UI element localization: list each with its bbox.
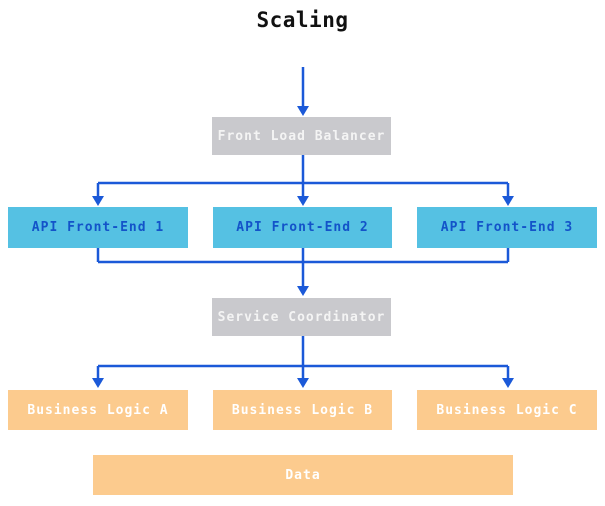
node-data: Data [93,455,513,495]
diagram-title: Scaling [256,8,349,32]
node-business-logic-b: Business Logic B [213,390,392,430]
arrow-title-to-flb [297,67,309,116]
node-front-load-balancer: Front Load Balancer [212,117,391,155]
arrow-svc-to-logic [92,336,514,388]
node-business-logic-c: Business Logic C [417,390,597,430]
arrow-apis-to-svc [96,248,510,296]
node-business-logic-a: Business Logic A [8,390,188,430]
node-api-front-end-3: API Front-End 3 [417,207,597,248]
node-service-coordinator: Service Coordinator [212,298,391,336]
node-api-front-end-2: API Front-End 2 [213,207,392,248]
node-api-front-end-1: API Front-End 1 [8,207,188,248]
arrow-flb-to-apis [92,155,514,206]
